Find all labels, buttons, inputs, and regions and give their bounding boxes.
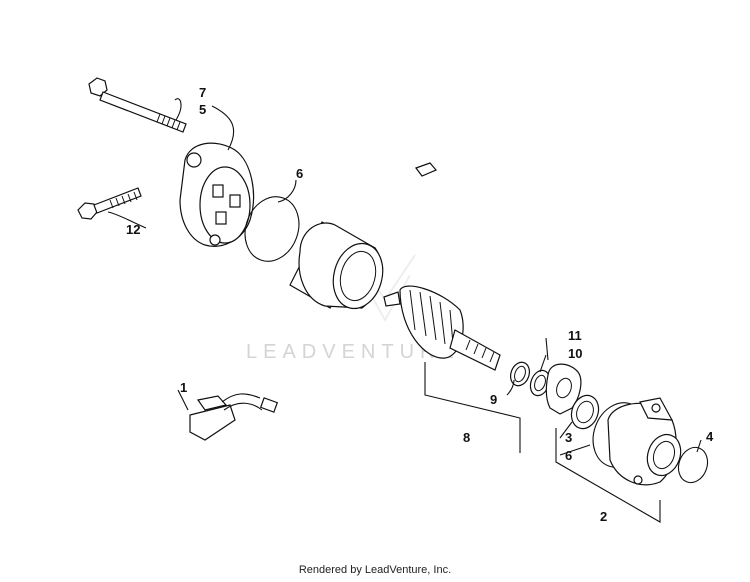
callout-1: 1 (180, 380, 187, 395)
callout-2: 2 (600, 509, 607, 524)
callout-6-upper: 6 (296, 166, 303, 181)
callout-8: 8 (463, 430, 470, 445)
footer-credit: Rendered by LeadVenture, Inc. (298, 564, 452, 576)
lock-plate[interactable] (545, 363, 582, 415)
forward-arrow-icon (415, 162, 437, 177)
callout-5: 5 (199, 102, 206, 117)
callout-numbers: 7 5 6 12 1 11 10 9 8 3 6 4 2 (126, 85, 714, 524)
callout-7: 7 (199, 85, 206, 100)
short-bolt[interactable] (77, 187, 142, 220)
long-bolt[interactable] (88, 77, 187, 133)
yoke-housing[interactable] (289, 221, 390, 314)
bearing[interactable] (567, 392, 603, 433)
callout-10: 10 (568, 346, 582, 361)
callout-4: 4 (706, 429, 714, 444)
leader-lines (107, 98, 702, 523)
callout-6-lower: 6 (565, 448, 572, 463)
callout-12: 12 (126, 222, 140, 237)
front-housing[interactable] (607, 397, 686, 486)
washer[interactable] (507, 360, 532, 389)
watermark-text: LEADVENTURE (246, 341, 460, 363)
callout-11: 11 (568, 328, 582, 343)
o-ring-rear[interactable] (236, 189, 307, 269)
callout-3: 3 (565, 430, 572, 445)
armature[interactable] (383, 285, 501, 371)
o-ring-4[interactable] (674, 443, 713, 486)
starter-relay[interactable] (189, 393, 279, 441)
end-cover[interactable] (179, 142, 255, 247)
callout-9: 9 (490, 392, 497, 407)
